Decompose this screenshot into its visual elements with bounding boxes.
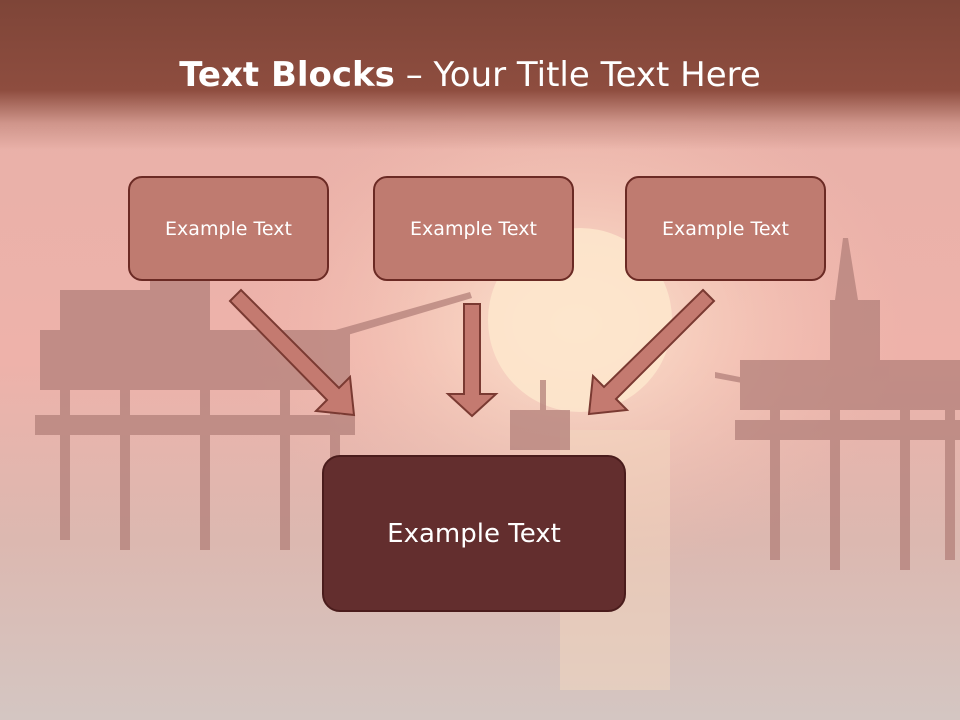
text-block-center[interactable]: Example Text [373,176,574,281]
text-block-main[interactable]: Example Text [322,455,626,612]
title-bold: Text Blocks [179,55,395,95]
text-block-right[interactable]: Example Text [625,176,826,281]
title-bar [0,0,960,150]
text-block-left[interactable]: Example Text [128,176,329,281]
slide-title: Text Blocks – Your Title Text Here [0,55,940,95]
title-text: Your Title Text Here [433,55,761,95]
title-separator: – [394,55,434,95]
